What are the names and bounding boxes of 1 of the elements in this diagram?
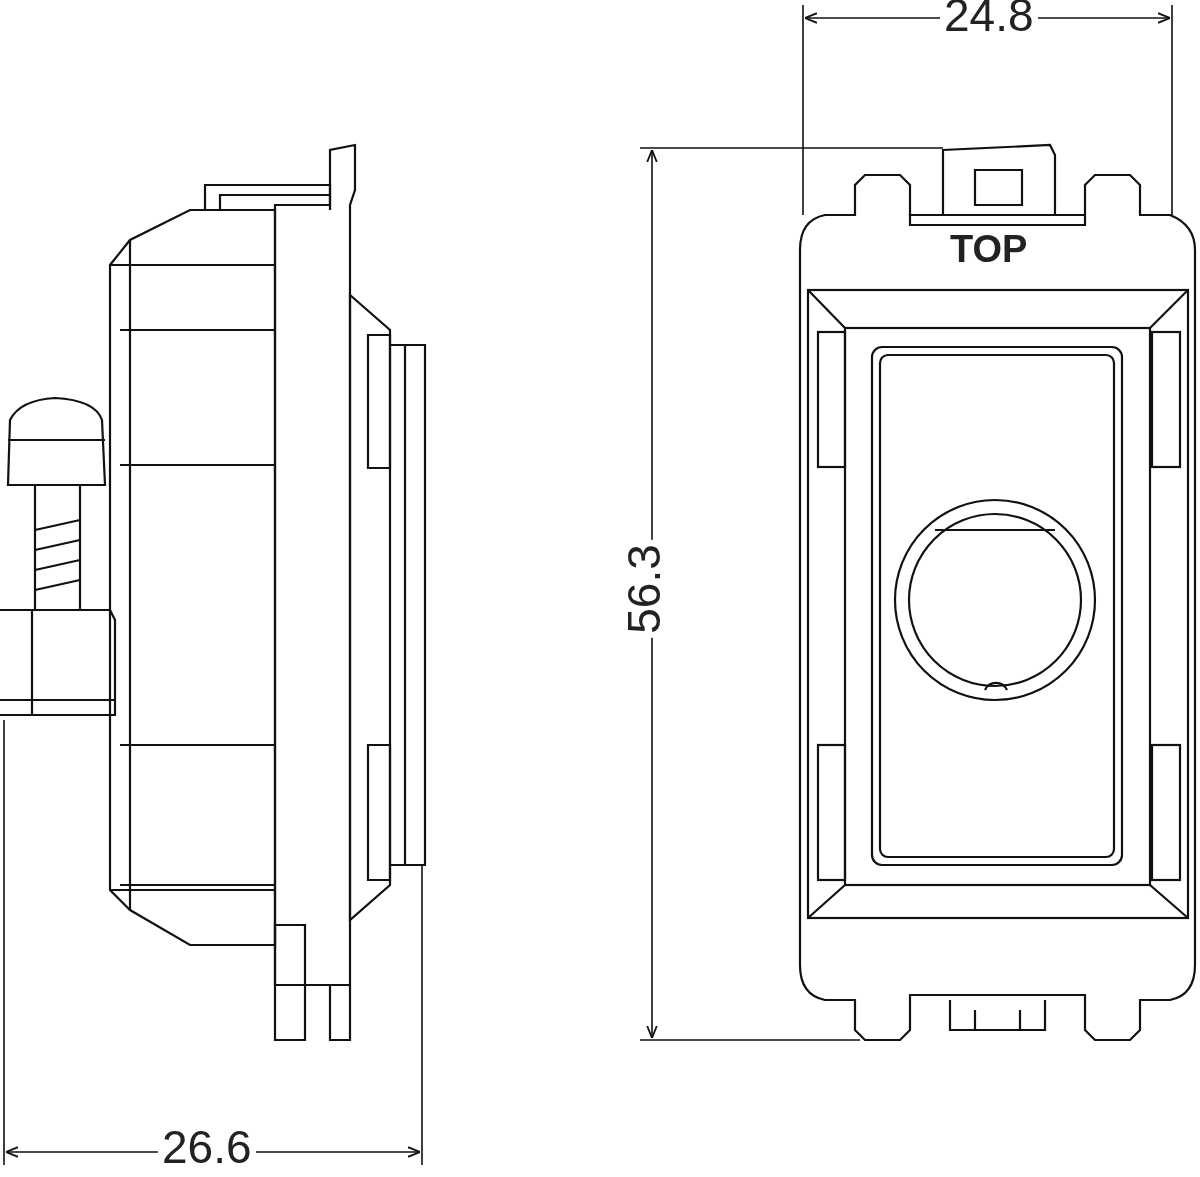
orientation-label: TOP (950, 230, 1028, 268)
